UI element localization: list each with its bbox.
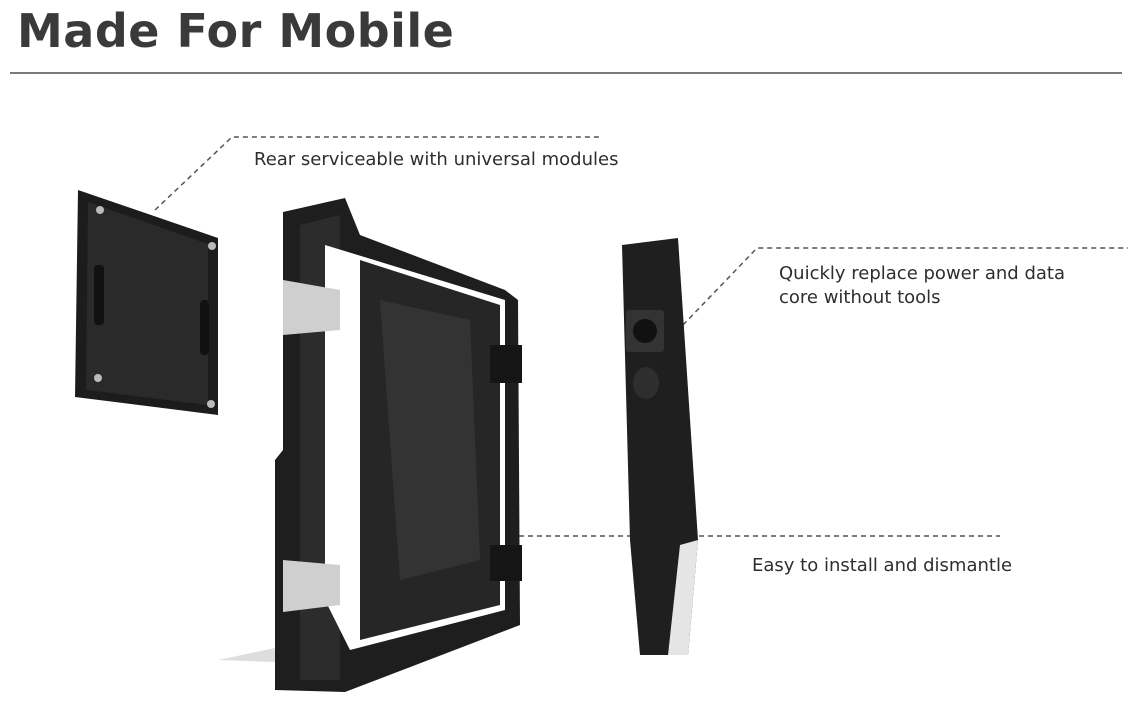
page-title: Made For Mobile — [17, 4, 455, 58]
callout-rear-serviceable: Rear serviceable with universal modules — [254, 149, 619, 170]
cabinet-frame-image — [218, 198, 522, 692]
title-divider — [10, 72, 1122, 74]
callout-power-line2: core without tools — [779, 287, 941, 308]
led-module-image — [75, 190, 218, 415]
callout-line-power — [682, 247, 1128, 326]
callout-line-rear — [154, 136, 602, 211]
power-data-core-image — [622, 238, 698, 655]
callout-lines — [154, 136, 1128, 537]
callout-easy-install: Easy to install and dismantle — [752, 555, 1013, 576]
callout-power-line1: Quickly replace power and data — [779, 263, 1065, 284]
